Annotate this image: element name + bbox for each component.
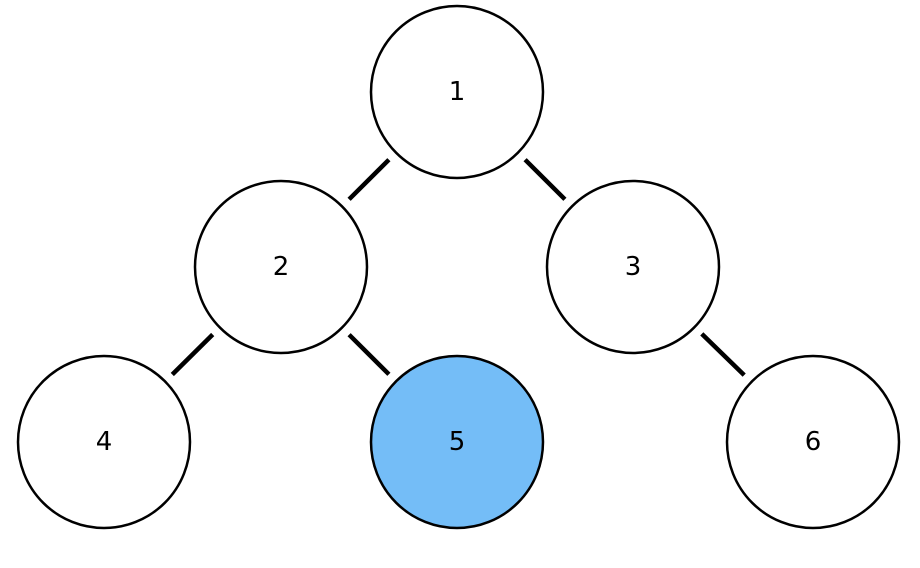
nodes: 1 2 3 4 5 6 [16, 4, 901, 530]
node-circle [193, 179, 369, 355]
node-label: 4 [96, 427, 113, 457]
node-circle [16, 354, 192, 530]
edges [170, 158, 746, 377]
node-label: 3 [625, 252, 642, 282]
node-label: 6 [805, 427, 822, 457]
tree-node-3: 3 [545, 179, 721, 355]
tree-node-1: 1 [369, 4, 545, 180]
edge-n1-n2 [347, 158, 391, 201]
edge-n2-n5 [347, 333, 391, 376]
highlighted-node-circle [369, 354, 545, 530]
node-label: 1 [449, 77, 466, 107]
tree-node-6: 6 [725, 354, 901, 530]
edge-n2-n4 [170, 332, 215, 377]
node-circle [369, 4, 545, 180]
tree-node-5: 5 [369, 354, 545, 530]
node-label: 5 [449, 427, 466, 457]
tree-node-2: 2 [193, 179, 369, 355]
edge-n1-n3 [523, 158, 567, 201]
node-circle [545, 179, 721, 355]
tree-node-4: 4 [16, 354, 192, 530]
edge-n3-n6 [700, 332, 746, 377]
node-circle [725, 354, 901, 530]
node-label: 2 [273, 252, 290, 282]
